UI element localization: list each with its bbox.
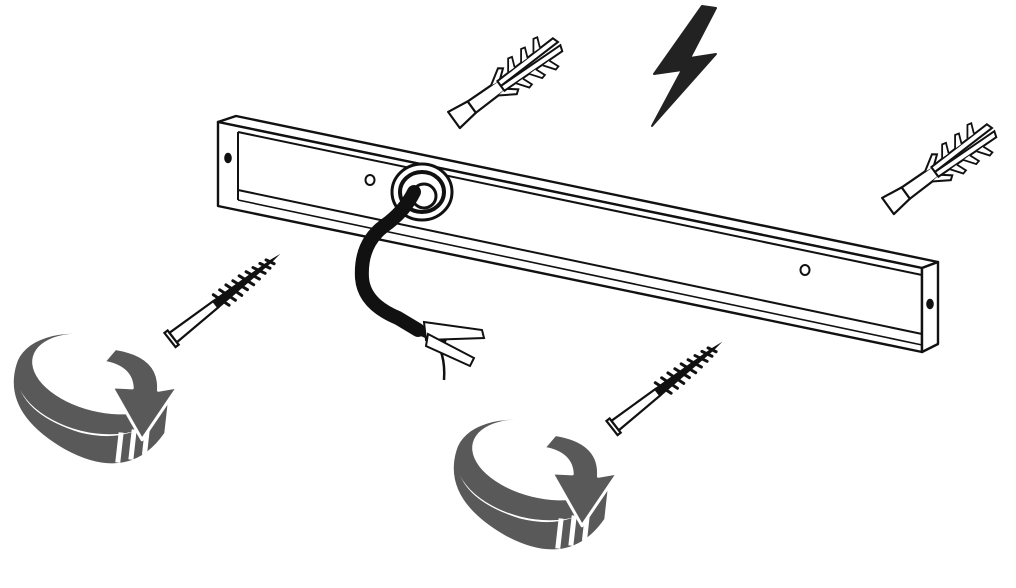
- mounting-rail: [216, 114, 940, 354]
- rotate-arrow-icon: [0, 317, 186, 477]
- wall-plug-right: [875, 113, 1006, 223]
- lightning-bolt-icon: [651, 5, 717, 127]
- screw-right: [604, 333, 730, 437]
- wall-plug-top: [441, 27, 572, 137]
- power-cable: [354, 185, 486, 381]
- screw-left: [162, 245, 288, 349]
- rotate-arrow-icon: [438, 403, 625, 563]
